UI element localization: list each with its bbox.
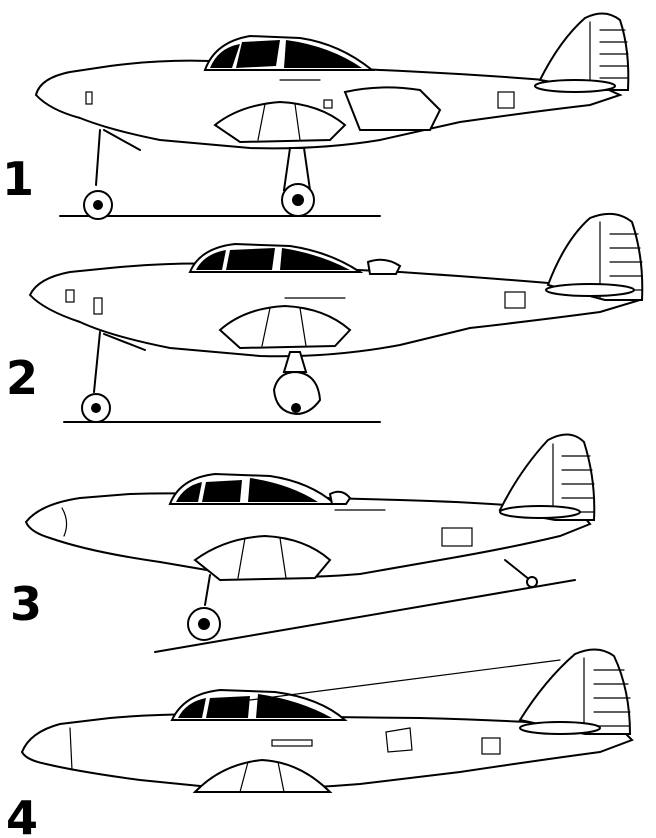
aircraft-2-drawing	[28, 212, 644, 423]
wing-4	[192, 758, 333, 793]
figure-label-3: 3	[10, 577, 42, 631]
tail-fin-4	[518, 648, 632, 735]
fuselage-3	[24, 492, 592, 578]
ground-line-3	[154, 579, 576, 653]
aircraft-1-drawing	[34, 12, 630, 220]
tail-fin-1	[538, 12, 630, 91]
figure-label-1: 1	[2, 152, 34, 206]
fuselage-4	[20, 713, 634, 790]
wing-2	[218, 304, 352, 350]
fuselage-2	[28, 262, 644, 358]
wing-3	[193, 534, 332, 582]
aircraft-3-drawing	[24, 433, 596, 653]
aircraft-4-drawing	[20, 648, 634, 793]
wing-1	[213, 100, 347, 144]
figure-label-4: 4	[6, 791, 38, 838]
fuselage-1	[34, 59, 623, 150]
figure-label-2: 2	[6, 351, 38, 405]
